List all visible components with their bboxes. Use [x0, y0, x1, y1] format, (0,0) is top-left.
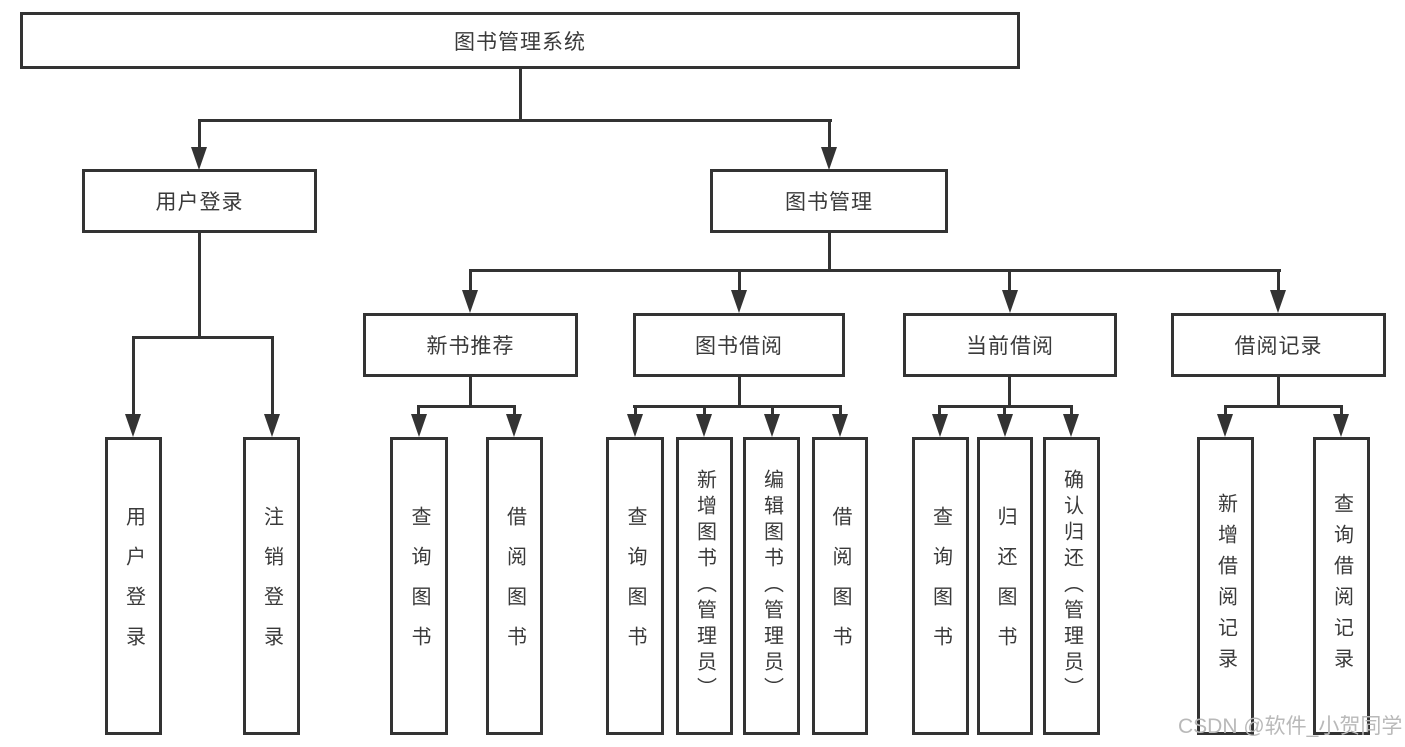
leaf-search-borrow-record-label: 查询借阅记录	[1330, 493, 1353, 679]
leaf-borrow-book-recommend: 借阅图书	[486, 437, 543, 735]
leaf-logout: 注销登录	[243, 437, 300, 735]
arrow-down-icon	[1217, 414, 1233, 437]
connector-book-mgmt-vline	[828, 233, 831, 272]
arrow-down-icon	[627, 414, 643, 437]
leaf-add-borrow-record: 新增借阅记录	[1197, 437, 1254, 735]
node-root: 图书管理系统	[20, 12, 1020, 69]
arrow-down-icon	[764, 414, 780, 437]
leaf-return-book: 归还图书	[977, 437, 1033, 735]
leaf-logout-label: 注销登录	[260, 506, 283, 666]
arrow-down-icon	[1270, 290, 1286, 313]
csdn-watermark: CSDN @软件_小贺同学	[1178, 715, 1403, 738]
leaf-edit-book-admin-label: 编辑图书（管理员）	[760, 469, 783, 703]
arrow-down-icon	[832, 414, 848, 437]
connector-leaf-1-stub	[271, 336, 274, 417]
connector-leaf-2-stub	[417, 405, 420, 417]
arrow-down-icon	[731, 290, 747, 313]
connector-l3-1-stub	[738, 269, 741, 294]
leaf-search-book-recommend-label: 查询图书	[408, 506, 430, 666]
node-book-management: 图书管理	[710, 169, 948, 233]
connector-root-vline	[519, 68, 522, 121]
node-root-label: 图书管理系统	[454, 30, 586, 54]
connector-group-e-hline	[1224, 405, 1343, 408]
connector-group-e-vline	[1277, 377, 1280, 408]
connector-l2-0-stub	[198, 119, 201, 150]
arrow-down-icon	[821, 147, 837, 170]
leaf-edit-book-admin: 编辑图书（管理员）	[743, 437, 800, 735]
leaf-confirm-return-admin-label: 确认归还（管理员）	[1060, 469, 1083, 703]
leaf-user-login-label: 用户登录	[122, 506, 145, 666]
leaf-search-borrow-record: 查询借阅记录	[1313, 437, 1370, 735]
leaf-search-book-recommend: 查询图书	[390, 437, 448, 735]
leaf-return-book-label: 归还图书	[994, 506, 1016, 666]
connector-leaf-11-stub	[1224, 405, 1227, 417]
arrow-down-icon	[462, 290, 478, 313]
connector-book-mgmt-hline	[469, 269, 1281, 272]
connector-root-hline	[198, 119, 832, 122]
connector-leaf-6-stub	[771, 405, 774, 417]
connector-leaf-5-stub	[703, 405, 706, 417]
node-book-borrow-label: 图书借阅	[695, 335, 783, 358]
node-new-book-recommend: 新书推荐	[363, 313, 578, 377]
connector-leaf-0-stub	[132, 336, 135, 417]
arrow-down-icon	[1002, 290, 1018, 313]
leaf-search-book: 查询图书	[606, 437, 664, 735]
connector-group-d-vline	[1008, 377, 1011, 408]
arrow-down-icon	[125, 414, 141, 437]
node-current-borrow: 当前借阅	[903, 313, 1117, 377]
connector-l3-0-stub	[469, 269, 472, 294]
connector-leaf-7-stub	[839, 405, 842, 417]
arrow-down-icon	[264, 414, 280, 437]
arrow-down-icon	[191, 147, 207, 170]
arrow-down-icon	[932, 414, 948, 437]
connector-leaf-3-stub	[513, 405, 516, 417]
leaf-search-current: 查询图书	[912, 437, 969, 735]
leaf-user-login: 用户登录	[105, 437, 162, 735]
node-book-borrow: 图书借阅	[633, 313, 845, 377]
leaf-borrow-book-label: 借阅图书	[829, 506, 851, 666]
connector-leaf-12-stub	[1340, 405, 1343, 417]
arrow-down-icon	[411, 414, 427, 437]
leaf-add-borrow-record-label: 新增借阅记录	[1214, 493, 1237, 679]
node-new-book-recommend-label: 新书推荐	[426, 335, 515, 358]
node-borrow-records: 借阅记录	[1171, 313, 1386, 377]
leaf-borrow-book: 借阅图书	[812, 437, 868, 735]
connector-l3-3-stub	[1277, 269, 1280, 294]
leaf-search-current-label: 查询图书	[929, 506, 952, 666]
connector-group-b-hline	[417, 405, 516, 408]
node-current-borrow-label: 当前借阅	[966, 335, 1054, 358]
connector-l2-1-stub	[828, 119, 831, 150]
arrow-down-icon	[696, 414, 712, 437]
connector-l3-2-stub	[1008, 269, 1011, 294]
arrow-down-icon	[506, 414, 522, 437]
connector-leaf-9-stub	[1003, 405, 1006, 417]
arrow-down-icon	[1063, 414, 1079, 437]
leaf-add-book-admin: 新增图书（管理员）	[676, 437, 733, 735]
connector-leaf-4-stub	[634, 405, 637, 417]
arrow-down-icon	[1333, 414, 1349, 437]
leaf-borrow-book-recommend-label: 借阅图书	[503, 506, 526, 666]
leaf-confirm-return-admin: 确认归还（管理员）	[1043, 437, 1100, 735]
connector-user-login-hline	[132, 336, 274, 339]
connector-group-c-hline	[633, 405, 842, 408]
connector-leaf-8-stub	[938, 405, 941, 417]
connector-user-login-vline	[198, 233, 201, 339]
node-user-login: 用户登录	[82, 169, 317, 233]
leaf-search-book-label: 查询图书	[624, 506, 646, 666]
connector-group-b-vline	[469, 377, 472, 408]
connector-leaf-10-stub	[1070, 405, 1073, 417]
arrow-down-icon	[997, 414, 1013, 437]
leaf-add-book-admin-label: 新增图书（管理员）	[693, 469, 716, 703]
node-borrow-records-label: 借阅记录	[1234, 335, 1323, 358]
node-book-management-label: 图书管理	[785, 191, 873, 214]
node-user-login-label: 用户登录	[155, 191, 244, 214]
connector-group-c-vline	[738, 377, 741, 408]
